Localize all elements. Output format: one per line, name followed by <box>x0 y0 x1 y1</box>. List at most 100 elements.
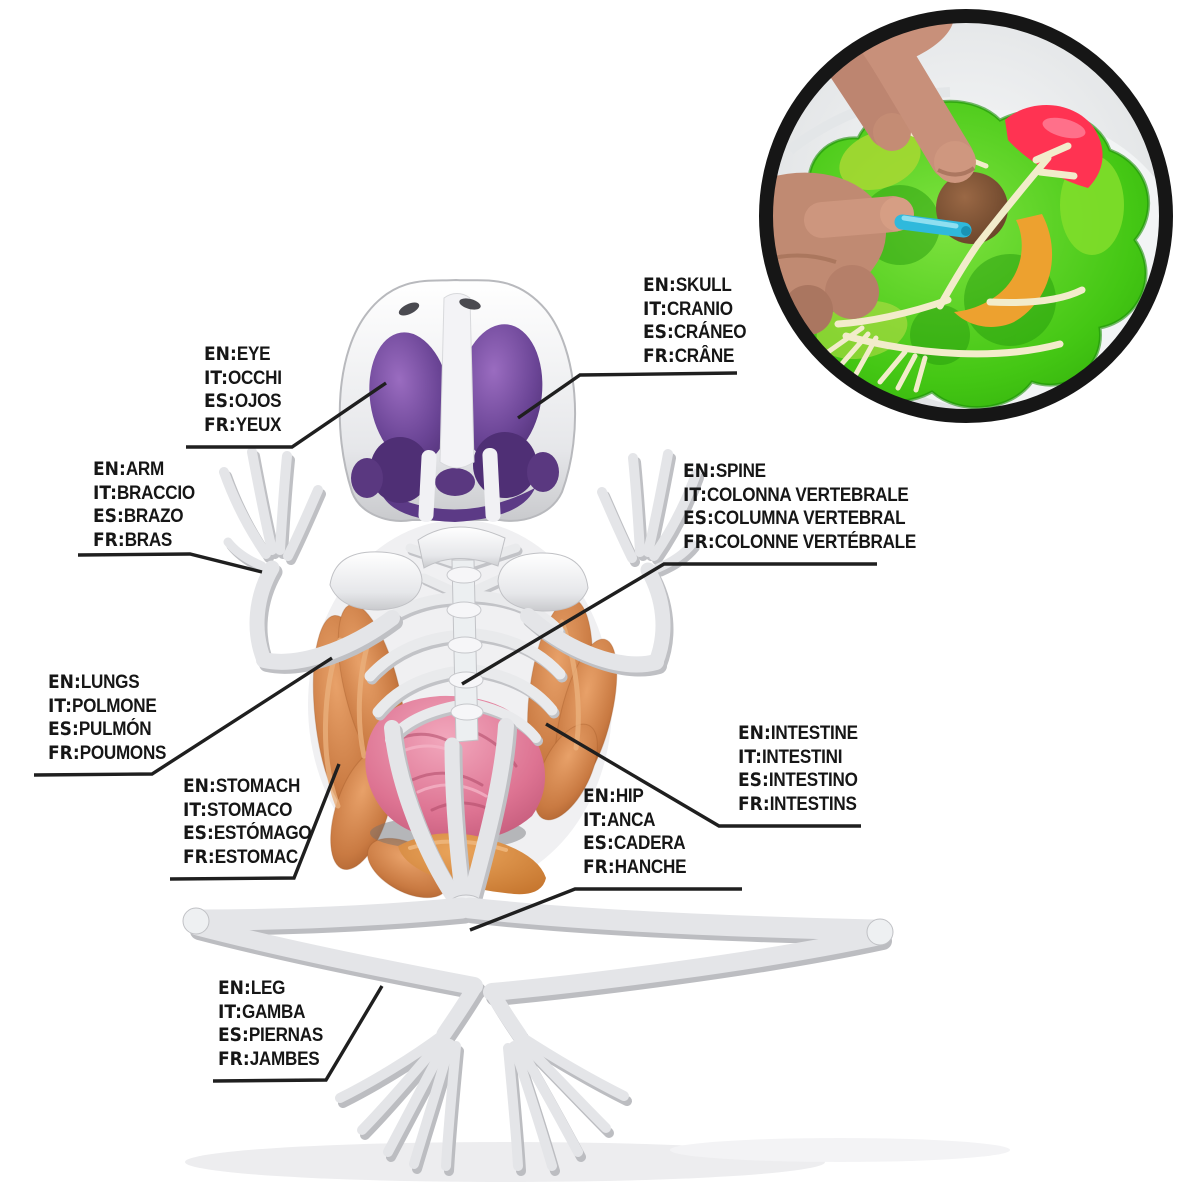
label-intestine-row-it: IT:INTESTINI <box>738 746 858 770</box>
spine <box>446 559 484 743</box>
separator: : <box>667 321 674 343</box>
left-nostril <box>398 302 420 316</box>
label-arm-fr: BRAS <box>124 529 173 551</box>
lang-prefix-en: EN <box>48 671 75 693</box>
label-hip-row-es: ES:CADERA <box>583 832 686 856</box>
label-leg-it: GAMBA <box>241 1001 306 1023</box>
lang-prefix-en: EN <box>218 977 245 999</box>
label-stomach-row-fr: FR:ESTOMAC <box>183 846 311 870</box>
lang-prefix-it: IT <box>643 297 661 320</box>
label-hip-it: ANCA <box>606 809 656 831</box>
label-stomach-row-it: IT:STOMACO <box>183 799 311 823</box>
label-intestine-row-fr: FR:INTESTINS <box>738 793 858 817</box>
separator: : <box>74 671 81 693</box>
label-skull-en: SKULL <box>675 275 732 296</box>
lang-prefix-it: IT <box>683 483 701 506</box>
label-spine-fr: COLONNE VERTÉBRALE <box>714 531 917 553</box>
separator: : <box>119 458 126 480</box>
leader-leg <box>212 985 384 1083</box>
label-lungs-row-it: IT:POLMONE <box>48 695 166 719</box>
lang-prefix-en: EN <box>204 343 231 365</box>
label-lungs-row-es: ES:PULMÓN <box>48 718 166 742</box>
lang-prefix-en: EN <box>683 460 710 482</box>
separator: : <box>117 528 125 551</box>
label-spine-en: SPINE <box>715 461 766 482</box>
label-hip-fr: HANCHE <box>614 856 687 878</box>
label-spine: EN:SPINE IT:COLONNA VERTEBRALE ES:COLUMN… <box>683 460 942 554</box>
label-hip-en: HIP <box>615 786 644 807</box>
label-lungs-it: POLMONE <box>71 695 157 717</box>
label-leg-row-fr: FR:JAMBES <box>218 1048 323 1072</box>
lang-prefix-en: EN <box>93 458 120 480</box>
label-skull-row-fr: FR:CRÂNE <box>643 345 746 369</box>
label-lungs-row-en: EN:LUNGS <box>48 671 166 695</box>
lang-prefix-en: EN <box>583 785 610 807</box>
lang-prefix-fr: FR <box>93 528 118 551</box>
label-eye-row-it: IT:OCCHI <box>204 367 282 391</box>
label-leg-row-es: ES:PIERNAS <box>218 1024 323 1048</box>
label-spine-it: COLONNA VERTEBRALE <box>706 484 909 506</box>
separator: : <box>244 977 251 999</box>
lang-prefix-es: ES <box>93 505 118 527</box>
label-intestine-fr: INTESTINS <box>769 793 857 815</box>
leader-spine <box>461 562 877 686</box>
lang-prefix-it: IT <box>48 694 66 717</box>
separator: : <box>755 745 762 768</box>
label-arm-es: BRAZO <box>123 506 184 527</box>
left-knee-knob <box>182 907 210 935</box>
label-lungs-en: LUNGS <box>80 672 140 693</box>
lang-prefix-it: IT <box>183 798 201 821</box>
label-eye-es: OJOS <box>234 391 282 412</box>
lang-prefix-it: IT <box>204 366 222 389</box>
lang-prefix-es: ES <box>643 321 668 343</box>
label-leg: EN:LEG IT:GAMBA ES:PIERNAS FR:JAMBES <box>218 977 335 1071</box>
separator: : <box>228 390 235 412</box>
label-intestine-row-en: EN:INTESTINE <box>738 722 858 746</box>
lang-prefix-it: IT <box>738 745 756 768</box>
separator: : <box>242 1024 249 1046</box>
label-arm-row-fr: FR:BRAS <box>93 529 195 553</box>
lang-prefix-en: EN <box>738 722 765 744</box>
separator: : <box>72 741 80 764</box>
skull-ridge <box>439 293 475 469</box>
label-arm-it: BRACCIO <box>116 482 195 504</box>
label-skull-es: CRÁNEO <box>673 322 747 343</box>
leader-stomach <box>169 763 341 881</box>
lang-prefix-fr: FR <box>204 413 229 436</box>
leader-skull <box>517 371 738 420</box>
label-skull: EN:SKULL IT:CRANIO ES:CRÁNEO FR:CRÂNE <box>643 274 758 368</box>
leader-lungs <box>33 656 333 777</box>
lang-prefix-fr: FR <box>183 845 208 868</box>
label-stomach-fr: ESTOMAC <box>214 846 299 868</box>
lang-prefix-it: IT <box>218 1000 236 1023</box>
lang-prefix-fr: FR <box>583 855 608 878</box>
ground-shadow <box>185 1138 1010 1182</box>
lang-prefix-es: ES <box>583 832 608 854</box>
label-arm-row-en: EN:ARM <box>93 458 195 482</box>
separator: : <box>230 343 237 365</box>
separator: : <box>707 507 714 529</box>
label-lungs-es: PULMÓN <box>78 719 152 740</box>
separator: : <box>667 344 675 367</box>
right-eye <box>457 324 543 460</box>
label-stomach-en: STOMACH <box>215 776 301 797</box>
label-leg-row-it: IT:GAMBA <box>218 1001 323 1025</box>
lang-prefix-es: ES <box>183 822 208 844</box>
separator: : <box>207 845 215 868</box>
label-eye-en: EYE <box>236 344 271 365</box>
right-knee-knob <box>866 918 894 946</box>
separator: : <box>235 1000 242 1023</box>
label-hip-row-en: EN:HIP <box>583 785 686 809</box>
label-lungs-fr: POUMONS <box>79 742 167 764</box>
label-intestine-it: INTESTINI <box>761 746 843 768</box>
label-leg-fr: JAMBES <box>249 1048 320 1070</box>
label-eye-row-es: ES:OJOS <box>204 390 282 414</box>
label-eye-row-fr: FR:YEUX <box>204 414 282 438</box>
right-nostril <box>459 298 481 310</box>
label-leg-row-en: EN:LEG <box>218 977 323 1001</box>
separator: : <box>200 798 207 821</box>
lang-prefix-en: EN <box>183 775 210 797</box>
inset-photo <box>759 9 1173 423</box>
